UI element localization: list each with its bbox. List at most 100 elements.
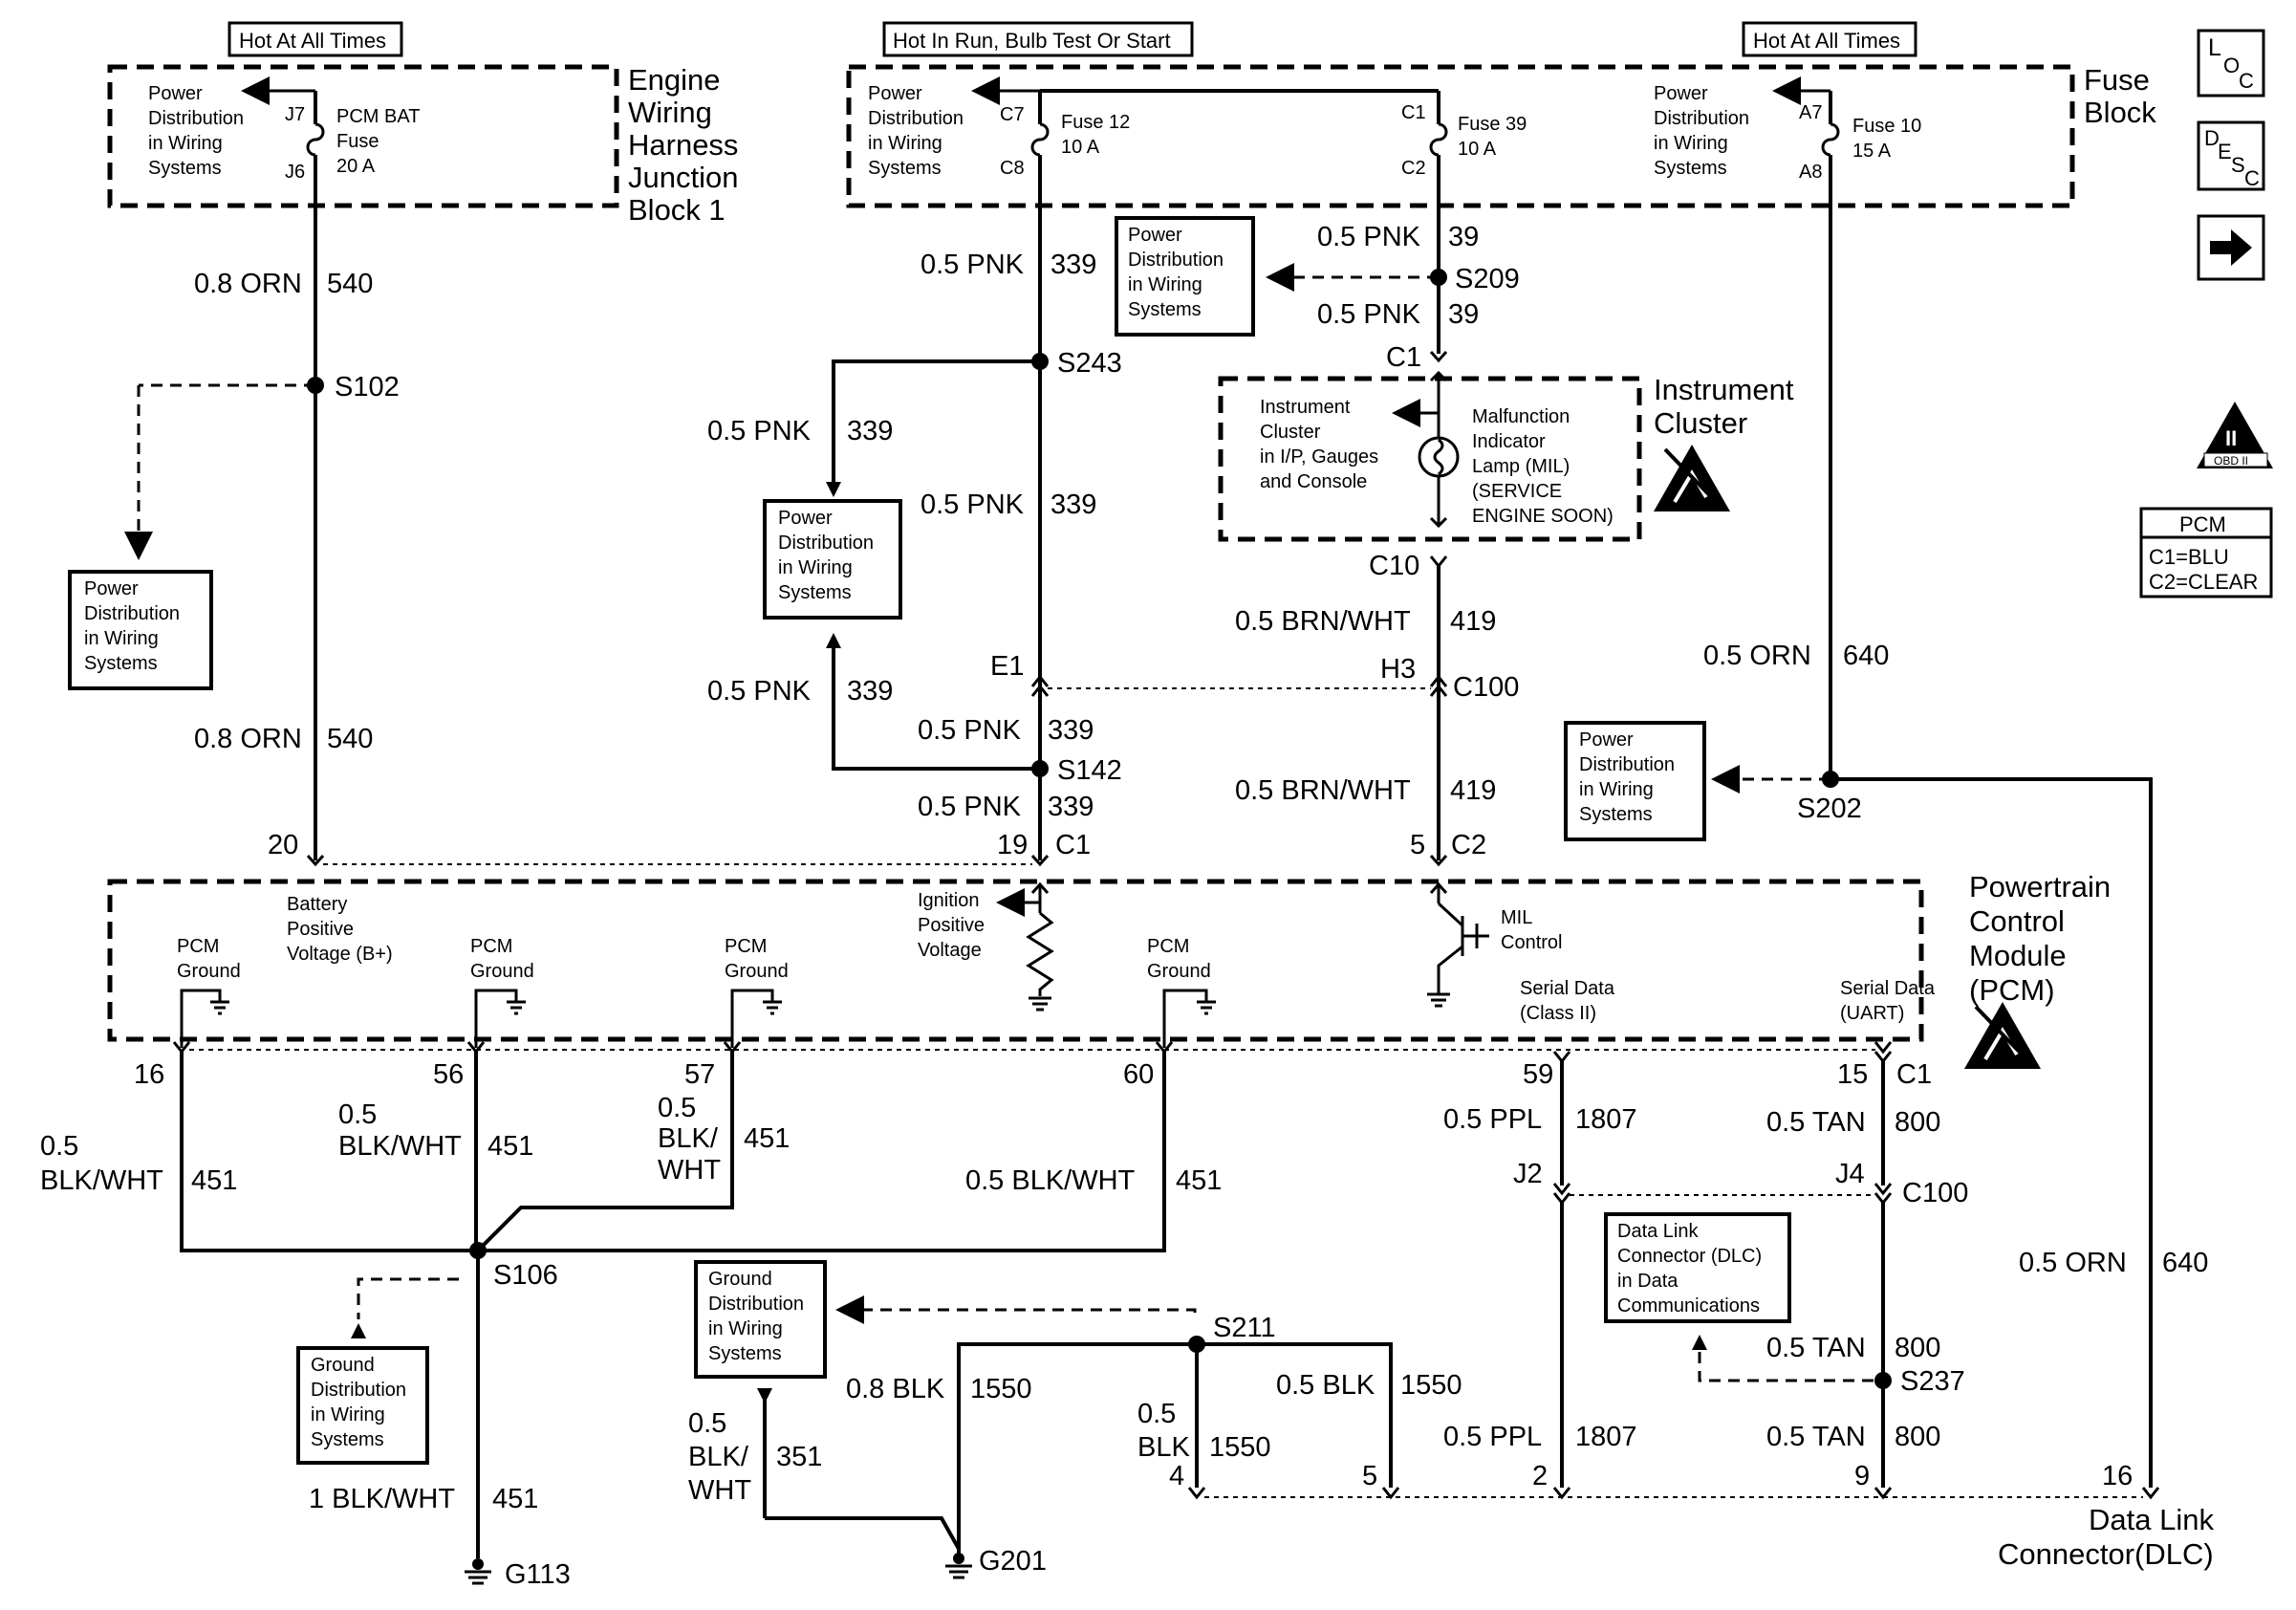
svg-text:Battery: Battery [287,894,347,915]
ic-left-ref: Instrument Cluster in I/P, Gauges and Co… [1260,397,1378,492]
svg-text:Systems: Systems [708,1343,782,1364]
svg-text:(SERVICE: (SERVICE [1472,481,1562,502]
connector-c1-pcm-bottom: C1 [1896,1059,1932,1090]
svg-text:(UART): (UART) [1840,1003,1904,1024]
splice-s243: S243 [1057,348,1122,379]
svg-text:C: C [2244,166,2260,190]
svg-text:in Wiring: in Wiring [1654,133,1728,154]
pcm-pin-56: 56 [433,1059,464,1090]
connector-mark-j2 [1552,1183,1571,1206]
wire-label-1550-05: 0.5 BLK 1550 [1276,1370,1462,1401]
svg-text:A7: A7 [1799,102,1822,123]
svg-text:O: O [2223,54,2240,77]
pcm-pin-60: 60 [1123,1059,1154,1090]
dlc-pin-9: 9 [1854,1461,1870,1491]
svg-text:J6: J6 [285,162,305,183]
svg-text:0.5 TAN: 0.5 TAN [1766,1422,1866,1452]
wire-451-pin16 [180,1052,478,1252]
s243-branch [832,359,1040,488]
svg-text:Voltage: Voltage [918,940,982,961]
svg-text:Ground: Ground [470,961,534,982]
svg-text:Fuse: Fuse [2084,63,2150,97]
splice-dot-s237 [1874,1372,1892,1389]
pcm-pin-5: 5 [1410,830,1425,860]
ground-g201: G201 [945,1546,1047,1579]
svg-text:0.5: 0.5 [1137,1399,1176,1429]
connector-c1-pcm: C1 [1055,830,1091,860]
svg-text:0.5 TAN: 0.5 TAN [1766,1333,1866,1363]
svg-text:BLK: BLK [1137,1432,1190,1463]
svg-text:WHT: WHT [658,1155,721,1186]
svg-text:Control: Control [1969,904,2065,938]
svg-text:Serial Data: Serial Data [1520,978,1615,999]
svg-text:Fuse 10: Fuse 10 [1852,116,1921,137]
svg-text:C1=BLU: C1=BLU [2149,545,2229,569]
hot-label-left: Hot At All Times [227,21,403,57]
svg-text:Positive: Positive [918,915,985,936]
s237-arrow [1692,1335,1707,1350]
desc-icon[interactable]: D E S C [2197,120,2265,191]
svg-text:0.5 BLK/WHT: 0.5 BLK/WHT [965,1165,1136,1196]
connector-c100-top: C100 [1453,672,1519,703]
pcm-connector-legend: PCM C1=BLU C2=CLEAR [2139,507,2273,598]
svg-text:451: 451 [191,1165,237,1196]
wire-label-39-b: 0.5 PNK 39 [1317,299,1479,330]
svg-text:39: 39 [1448,222,1479,252]
dlc-pin-2: 2 [1532,1461,1548,1491]
svg-text:0.5 PNK: 0.5 PNK [918,715,1022,746]
svg-text:20 A: 20 A [336,156,376,177]
mil-label: Malfunction Indicator Lamp (MIL) (SERVIC… [1472,406,1614,527]
mil-control-transistor: MIL Control [1427,881,1562,1008]
svg-text:S: S [2231,153,2245,177]
wire-label-451-pin57: 0.5 BLK/ WHT 451 [658,1093,790,1186]
pcm-ground-57: PCM Ground [723,936,789,1055]
svg-text:Connector (DLC): Connector (DLC) [1617,1246,1762,1267]
svg-text:0.5 PPL: 0.5 PPL [1443,1104,1542,1135]
svg-text:Engine: Engine [628,63,721,97]
svg-text:J7: J7 [285,104,305,125]
wire-label-339-a: 0.5 PNK 339 [921,250,1096,280]
wire-640-lower [1830,777,2153,1488]
power-dist-box-s202: Power Distribution in Wiring Systems [1564,721,1706,841]
connector-mark-19 [1030,855,1050,867]
svg-text:0.5 PNK: 0.5 PNK [921,250,1025,280]
wire-label-339-b: 0.5 PNK 339 [707,416,893,446]
svg-text:0.5 ORN: 0.5 ORN [2019,1248,2127,1278]
connector-c1-cluster: C1 [1386,342,1421,373]
svg-text:Junction: Junction [628,161,738,194]
next-arrow-icon[interactable] [2197,214,2265,281]
svg-text:451: 451 [492,1484,538,1514]
svg-text:PCM: PCM [725,936,767,957]
svg-text:Power: Power [1128,225,1182,246]
fuse-block-outline [846,64,2075,208]
svg-text:Hot At All Times: Hot At All Times [1753,29,1900,53]
engine-junction-block-outline [107,64,619,208]
svg-text:Systems: Systems [1579,804,1653,825]
svg-text:0.8 ORN: 0.8 ORN [194,269,302,299]
svg-text:Distribution: Distribution [868,108,964,129]
hot-label-middle: Hot In Run, Bulb Test Or Start [882,21,1194,57]
loc-icon[interactable]: L O C [2197,29,2265,98]
svg-text:PCM BAT: PCM BAT [336,106,420,127]
wire-label-339-d: 0.5 PNK 339 [707,676,893,707]
svg-text:0.5: 0.5 [658,1093,696,1123]
svg-text:0.5 PNK: 0.5 PNK [921,490,1025,520]
svg-text:Distribution: Distribution [778,533,874,554]
svg-text:0.5 BRN/WHT: 0.5 BRN/WHT [1235,775,1411,806]
pcm-label: Powertrain Control Module (PCM) [1969,870,2111,1007]
engine-junction-block-label: Engine Wiring Harness Junction Block 1 [628,63,738,227]
svg-text:0.5 PNK: 0.5 PNK [1317,222,1421,252]
fuse-39: C1 C2 Fuse 39 10 A [1401,91,1527,179]
svg-text:Distribution: Distribution [708,1294,804,1315]
svg-text:BLK/WHT: BLK/WHT [40,1165,163,1196]
svg-text:0.8 ORN: 0.8 ORN [194,724,302,754]
svg-text:1550: 1550 [1400,1370,1462,1401]
svg-text:Module: Module [1969,939,2067,972]
svg-text:C1: C1 [1401,102,1426,123]
esd-icon-cluster [1654,445,1730,511]
connector-h3: H3 [1380,654,1416,685]
wire-label-339-e: 0.5 PNK 339 [918,715,1094,746]
svg-text:339: 339 [847,416,893,446]
wire-label-800-c: 0.5 TAN 800 [1766,1422,1940,1452]
connector-mark-20 [306,855,325,867]
